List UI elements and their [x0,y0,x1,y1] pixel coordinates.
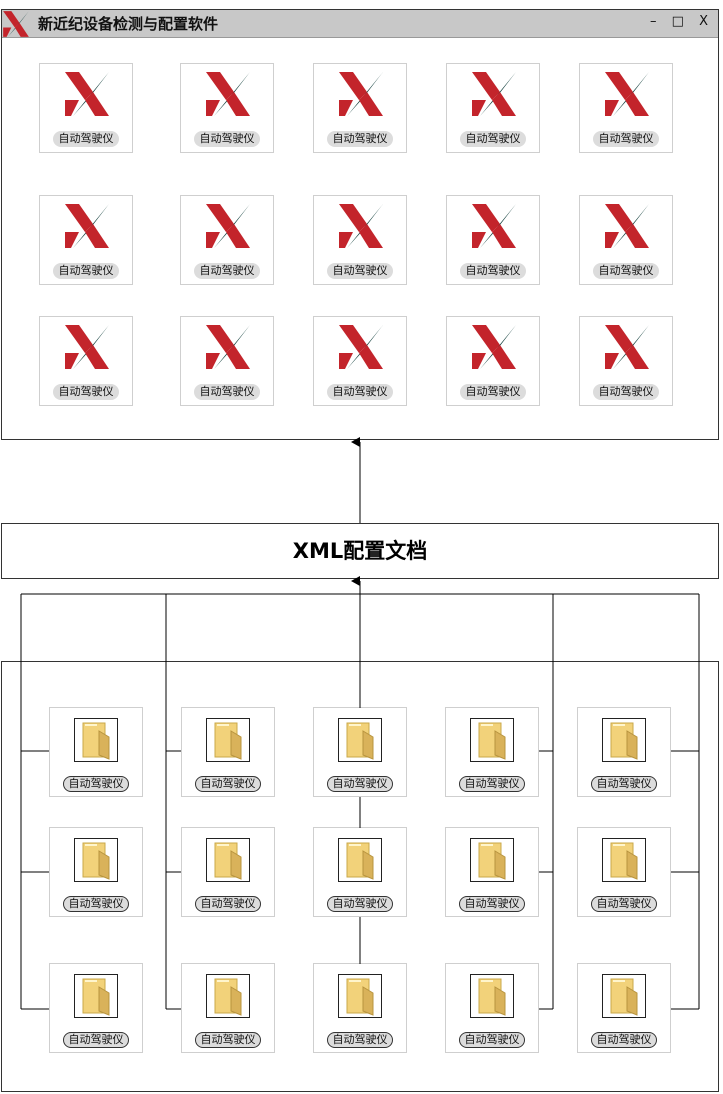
xjx-logo-icon [472,325,516,369]
device-label: 自动驾驶仪 [460,263,526,279]
device-tile[interactable]: 自动驾驶仪 [446,195,540,285]
folder-tile[interactable]: 自动驾驶仪 [181,827,275,917]
folder-tile[interactable]: 自动驾驶仪 [313,707,407,797]
device-tile[interactable]: 自动驾驶仪 [313,195,407,285]
folder-icon [338,974,382,1018]
device-tile[interactable]: 自动驾驶仪 [180,195,274,285]
device-tile[interactable]: 自动驾驶仪 [180,316,274,406]
folder-icon [74,718,118,762]
folder-icon [470,838,514,882]
xjx-logo-icon [472,204,516,248]
title-bar[interactable]: 新近纪设备检测与配置软件 – □ X [2,10,718,38]
xjx-logo-icon [472,72,516,116]
device-label: 自动驾驶仪 [460,384,526,400]
folder-icon [470,718,514,762]
device-label: 自动驾驶仪 [593,384,659,400]
folder-icon [338,838,382,882]
xjx-logo-icon [206,204,250,248]
maximize-button[interactable]: □ [671,14,688,29]
device-label: 自动驾驶仪 [591,776,657,792]
window-title: 新近纪设备检测与配置软件 [38,15,219,33]
xjx-logo-icon [65,325,109,369]
device-label: 自动驾驶仪 [327,1032,393,1048]
folder-icon [338,718,382,762]
folder-tile[interactable]: 自动驾驶仪 [181,963,275,1053]
device-tile[interactable]: 自动驾驶仪 [579,63,673,153]
folder-tile[interactable]: 自动驾驶仪 [49,827,143,917]
folder-icon [602,718,646,762]
device-label: 自动驾驶仪 [459,896,525,912]
device-label: 自动驾驶仪 [327,384,393,400]
folder-tile[interactable]: 自动驾驶仪 [577,963,671,1053]
close-button[interactable]: X [699,14,712,29]
device-label: 自动驾驶仪 [591,896,657,912]
xjx-logo-icon [339,325,383,369]
folder-tile[interactable]: 自动驾驶仪 [49,707,143,797]
folder-tile[interactable]: 自动驾驶仪 [313,963,407,1053]
xjx-logo-icon [605,204,649,248]
folder-tile[interactable]: 自动驾驶仪 [577,827,671,917]
device-tile[interactable]: 自动驾驶仪 [579,316,673,406]
app-logo-icon [3,11,29,37]
xjx-logo-icon [339,72,383,116]
folder-tile[interactable]: 自动驾驶仪 [445,827,539,917]
window-controls: – □ X [647,14,712,29]
device-label: 自动驾驶仪 [63,776,129,792]
minimize-button[interactable]: – [650,14,661,29]
device-label: 自动驾驶仪 [327,776,393,792]
xjx-logo-icon [65,72,109,116]
device-label: 自动驾驶仪 [195,776,261,792]
folder-icon [206,974,250,1018]
folder-icon [206,718,250,762]
device-tile[interactable]: 自动驾驶仪 [446,63,540,153]
device-tile[interactable]: 自动驾驶仪 [446,316,540,406]
xml-config-box: XML配置文档 [1,523,719,579]
device-tile[interactable]: 自动驾驶仪 [313,316,407,406]
device-label: 自动驾驶仪 [459,1032,525,1048]
folder-tile[interactable]: 自动驾驶仪 [181,707,275,797]
xjx-logo-icon [339,204,383,248]
device-tile[interactable]: 自动驾驶仪 [579,195,673,285]
device-label: 自动驾驶仪 [460,131,526,147]
app-window: 新近纪设备检测与配置软件 – □ X 自动驾驶仪自动驾驶仪自动驾驶仪自动驾驶仪自… [1,9,719,440]
folder-icon [74,838,118,882]
xjx-logo-icon [206,72,250,116]
device-label: 自动驾驶仪 [194,131,260,147]
folder-icon [602,838,646,882]
device-tile[interactable]: 自动驾驶仪 [180,63,274,153]
device-label: 自动驾驶仪 [459,776,525,792]
device-label: 自动驾驶仪 [593,131,659,147]
folder-icon [74,974,118,1018]
device-label: 自动驾驶仪 [327,131,393,147]
device-label: 自动驾驶仪 [195,896,261,912]
device-label: 自动驾驶仪 [53,384,119,400]
device-tile[interactable]: 自动驾驶仪 [313,63,407,153]
folder-icon [206,838,250,882]
device-label: 自动驾驶仪 [63,1032,129,1048]
folder-tile[interactable]: 自动驾驶仪 [445,707,539,797]
folder-tile[interactable]: 自动驾驶仪 [49,963,143,1053]
device-label: 自动驾驶仪 [591,1032,657,1048]
device-label: 自动驾驶仪 [63,896,129,912]
folder-icon [470,974,514,1018]
folder-tile[interactable]: 自动驾驶仪 [313,827,407,917]
device-label: 自动驾驶仪 [593,263,659,279]
folder-tile[interactable]: 自动驾驶仪 [445,963,539,1053]
device-label: 自动驾驶仪 [327,263,393,279]
xjx-logo-icon [605,325,649,369]
xjx-logo-icon [605,72,649,116]
device-label: 自动驾驶仪 [53,131,119,147]
device-label: 自动驾驶仪 [327,896,393,912]
device-label: 自动驾驶仪 [195,1032,261,1048]
device-tile[interactable]: 自动驾驶仪 [39,195,133,285]
device-label: 自动驾驶仪 [194,263,260,279]
folder-icon [602,974,646,1018]
device-label: 自动驾驶仪 [194,384,260,400]
xjx-logo-icon [206,325,250,369]
xjx-logo-icon [65,204,109,248]
device-label: 自动驾驶仪 [53,263,119,279]
folder-tile[interactable]: 自动驾驶仪 [577,707,671,797]
device-tile[interactable]: 自动驾驶仪 [39,316,133,406]
device-tile[interactable]: 自动驾驶仪 [39,63,133,153]
